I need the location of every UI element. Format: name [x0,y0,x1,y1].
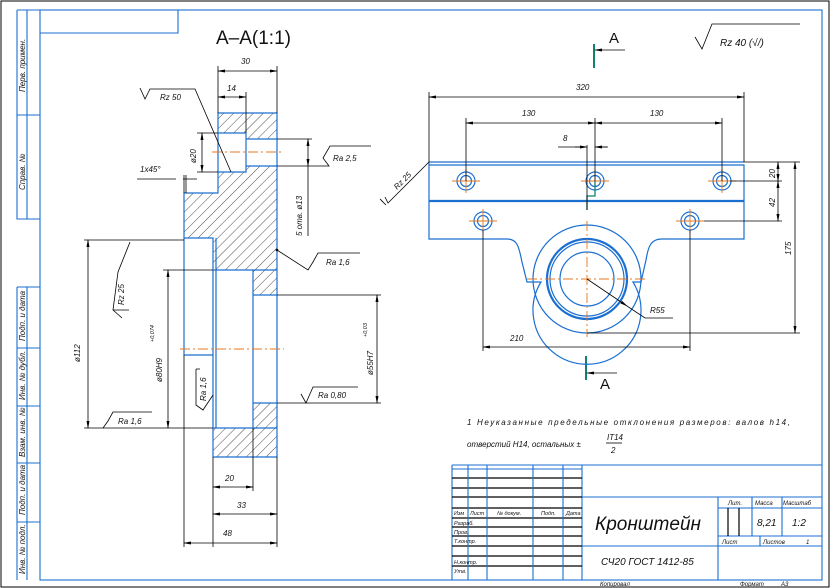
note-fraction-denominator: 2 [610,446,616,455]
dim-d112: ø112 [73,344,82,362]
role-checked: Пров. [454,530,469,536]
hole-d13 [245,139,278,166]
header-sheet: Лист [469,511,485,517]
dim-8: 8 [563,134,568,143]
radius-r55: R55 [650,306,665,315]
format-value: А3 [780,582,789,588]
dim-210: 210 [509,334,524,343]
note-line-1: 1 Неуказанные предельные отклонения разм… [467,418,790,427]
stamp-ref-no: Справ. № [18,153,27,190]
roughness-ra1-6-bore: Ra 1,6 [199,377,208,401]
role-norm-control: Н.контр. [454,560,477,566]
holes-5x-d13: 5 отв. ø13 [295,195,304,236]
material: СЧ20 ГОСТ 1412-85 [601,557,694,568]
lit-label: Лит. [727,501,742,507]
roughness-ra2-5: Ra 2,5 [333,154,357,163]
mass-value: 8,21 [757,518,776,529]
part-name: Кронштейн [595,514,702,535]
dim-30: 30 [241,57,250,66]
dim-130-left: 130 [522,109,536,118]
note-line-2: отверстий H14, остальных ± [467,440,582,449]
front-view: Rz 40 (√/) А А 320 130 [379,23,800,393]
copied-label: Копировал [600,582,630,588]
dim-48: 48 [223,529,232,538]
stamp-dup-inv: Инв. № дубл. [18,351,27,400]
chamfer-1x45: 1x45° [140,165,161,174]
bracket-outline [428,161,745,365]
header-doc-no: № докум. [497,511,521,517]
roughness-rz25-section: Rz 25 [117,284,126,305]
section-mark-top: А [609,30,619,47]
roughness-ra1-6-face: Ra 1,6 [326,258,350,267]
section-view: А–А(1:1) 30 14 Rz 50 ø20 1x45° Ra 2,5 5 … [73,28,381,547]
dim-d20: ø20 [189,149,198,163]
title-block: Изм Лист № докум. Подп. Дата Разраб. Про… [451,464,822,588]
header-change: Изм [454,511,464,517]
dim-320: 320 [576,83,590,92]
general-roughness-symbol [694,23,800,50]
drawing-frame [39,9,823,581]
stamp-orig-inv: Инв. № подл. [18,524,27,574]
sheets-value: 1 [806,540,809,546]
dim-130-right: 130 [650,109,664,118]
dim-20-front: 20 [768,169,777,179]
role-tech-control: Т.контр. [454,539,476,545]
header-date: Дата [565,511,581,517]
sheets-label: Листов [762,540,785,546]
role-developed: Разраб. [454,521,474,527]
dim-20-section: 20 [224,474,234,483]
stamp-sign-date-2: Подп. и дата [18,464,27,515]
dim-d55h7-tolerance: +0,03 [363,322,369,337]
sheet-label: Лист [721,540,737,546]
header-sign: Подп. [541,511,556,517]
roughness-ra1-6-left: Ra 1,6 [118,417,142,426]
dim-d80h9: ø80H9 [155,357,164,382]
technical-note: 1 Неуказанные предельные отклонения разм… [467,418,790,455]
top-left-stamp-box [40,10,179,34]
dim-33: 33 [237,501,246,510]
section-mark-bottom: А [600,376,610,393]
side-stamps: Перв. примен. Справ. № Подп. и дата Инв.… [16,9,40,580]
stamp-sign-date-1: Подп. и дата [18,290,27,341]
format-label: Формат [740,582,764,588]
roughness-rz50: Rz 50 [160,93,181,102]
scale-value: 1:2 [792,518,806,529]
dim-14: 14 [227,84,236,93]
scale-label: Масштаб [783,501,812,507]
dim-42: 42 [768,198,777,207]
dim-d80h9-tolerance: +0,074 [150,325,156,342]
stamp-repl-inv: Взам. инв. № [18,407,27,457]
mass-label: Масса [755,501,773,507]
role-approved: Утв. [453,569,467,575]
roughness-ra0-80: Ra 0,80 [318,391,347,400]
general-roughness: Rz 40 (√/) [720,37,764,49]
note-fraction-numerator: IT14 [607,433,624,442]
dim-175: 175 [784,241,793,255]
stamp-first-use: Перв. примен. [18,39,27,92]
section-title: А–А(1:1) [216,28,291,49]
dim-d55h7: ø55H7 [366,350,375,375]
